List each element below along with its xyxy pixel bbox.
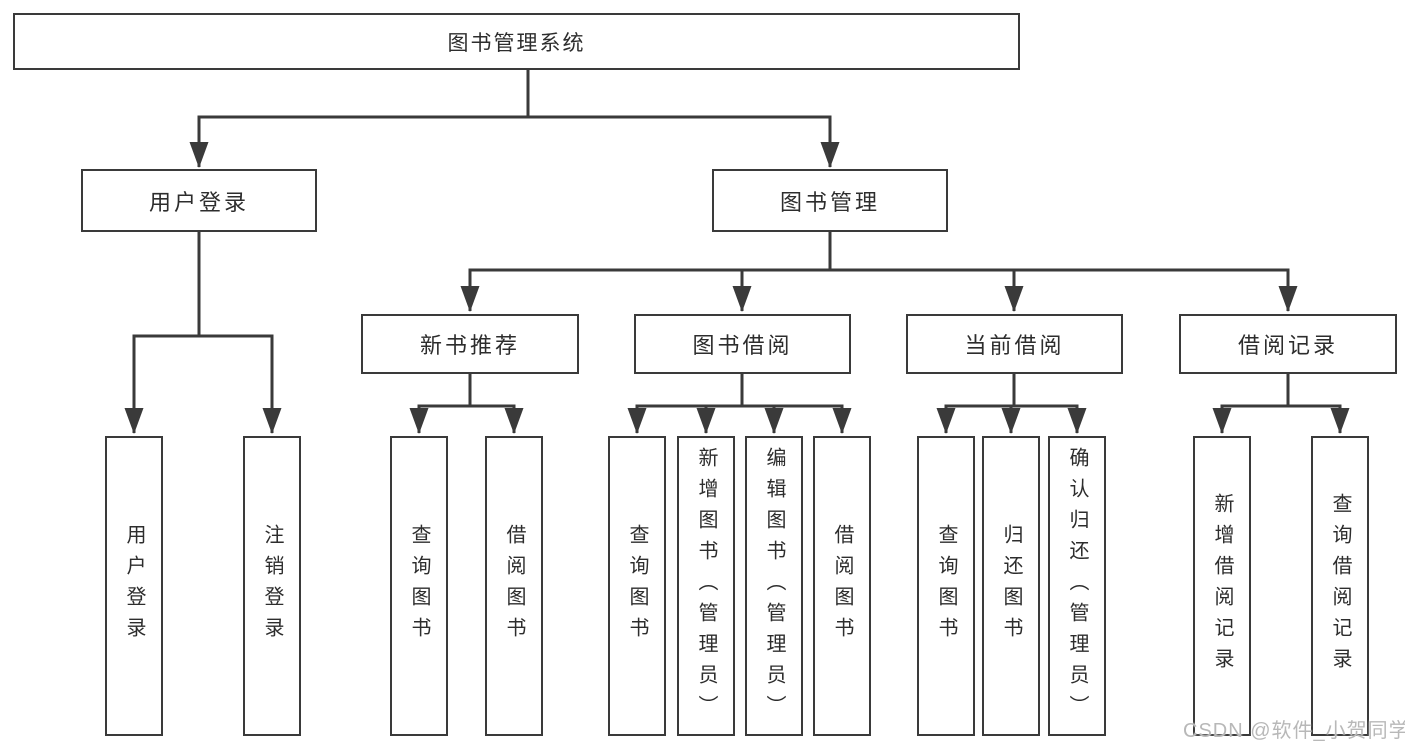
node-book-management-label: 图书管理 [779, 189, 880, 215]
leaf-user-login-label: 用户登录 [123, 524, 145, 648]
leaf-cb-confirm-return-admin: 确认归还（管理员） [1048, 436, 1106, 736]
leaf-bb-add-books-admin-label: 新增图书（管理员） [695, 446, 717, 726]
leaf-br-add-record-label: 新增借阅记录 [1211, 493, 1233, 679]
leaf-bb-borrow-books-label: 借阅图书 [831, 524, 853, 648]
node-new-book-recommend-label: 新书推荐 [419, 333, 520, 358]
leaf-br-add-record: 新增借阅记录 [1193, 436, 1251, 736]
node-book-borrow-label: 图书借阅 [692, 333, 793, 358]
node-borrow-records-label: 借阅记录 [1237, 333, 1338, 358]
node-new-book-recommend: 新书推荐 [361, 314, 579, 374]
watermark: CSDN @软件_小贺同学 [1183, 720, 1405, 742]
node-current-borrow-label: 当前借阅 [964, 333, 1065, 358]
leaf-nb-borrow-books-label: 借阅图书 [503, 524, 525, 648]
leaf-logout: 注销登录 [243, 436, 301, 736]
leaf-user-login: 用户登录 [105, 436, 163, 736]
leaf-bb-add-books-admin: 新增图书（管理员） [677, 436, 735, 736]
leaf-bb-borrow-books: 借阅图书 [813, 436, 871, 736]
node-book-borrow: 图书借阅 [634, 314, 851, 374]
leaf-cb-query-books: 查询图书 [917, 436, 975, 736]
node-root: 图书管理系统 [13, 13, 1020, 70]
node-user-login-label: 用户登录 [148, 189, 249, 215]
leaf-bb-edit-books-admin-label: 编辑图书（管理员） [763, 446, 785, 726]
leaf-bb-query-books-label: 查询图书 [626, 524, 648, 648]
node-current-borrow: 当前借阅 [906, 314, 1123, 374]
leaf-cb-query-books-label: 查询图书 [935, 524, 957, 648]
leaf-nb-borrow-books: 借阅图书 [485, 436, 543, 736]
leaf-cb-return-books-label: 归还图书 [1000, 524, 1022, 648]
node-root-label: 图书管理系统 [447, 31, 586, 55]
leaf-bb-query-books: 查询图书 [608, 436, 666, 736]
node-borrow-records: 借阅记录 [1179, 314, 1397, 374]
leaf-bb-edit-books-admin: 编辑图书（管理员） [745, 436, 803, 736]
leaf-logout-label: 注销登录 [261, 524, 283, 648]
leaf-cb-return-books: 归还图书 [982, 436, 1040, 736]
leaf-cb-confirm-return-admin-label: 确认归还（管理员） [1066, 446, 1088, 726]
leaf-br-query-record-label: 查询借阅记录 [1329, 493, 1351, 679]
leaf-nb-query-books-label: 查询图书 [408, 524, 430, 648]
node-book-management: 图书管理 [712, 169, 948, 232]
leaf-nb-query-books: 查询图书 [390, 436, 448, 736]
leaf-br-query-record: 查询借阅记录 [1311, 436, 1369, 736]
node-user-login: 用户登录 [81, 169, 317, 232]
